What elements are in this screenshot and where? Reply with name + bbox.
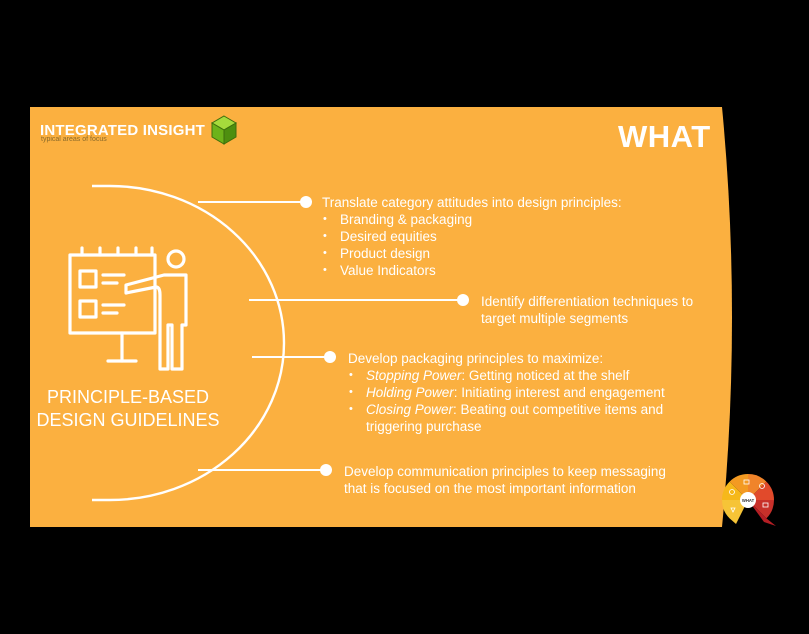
item-desc: : Getting noticed at the shelf (461, 368, 630, 383)
point-4-line-2: that is focused on the most important in… (344, 481, 636, 496)
connector-dot (300, 196, 312, 208)
dial-center-label: WHAT (742, 498, 755, 503)
section-title: WHAT (618, 119, 711, 154)
connector-dot (457, 294, 469, 306)
cube-icon (211, 115, 237, 145)
brand-subtitle: typical areas of focus (41, 136, 107, 143)
slide-heading: PRINCIPLE-BASED DESIGN GUIDELINES (24, 386, 232, 432)
point-2-line-2: target multiple segments (481, 311, 629, 326)
brand: INTEGRATED INSIGHT (40, 115, 237, 145)
connector-dot (324, 351, 336, 363)
item-desc: : Beating out competitive items and (453, 402, 664, 417)
point-3-text: Develop packaging principles to maximize… (348, 351, 604, 366)
point-3: Develop packaging principles to maximize… (348, 350, 665, 435)
presenter-icon (68, 246, 188, 371)
point-4-line-1: Develop communication principles to keep… (344, 464, 666, 479)
point-2: Identify differentiation techniques to t… (481, 293, 693, 327)
dial-icon: WHAT (722, 473, 776, 526)
list-item: Branding & packaging (322, 211, 622, 228)
heading-line-2: DESIGN GUIDELINES (36, 410, 220, 430)
list-item: Desired equities (322, 228, 622, 245)
heading-line-1: PRINCIPLE-BASED (46, 387, 210, 407)
item-label: Holding Power (366, 385, 454, 400)
list-item: Closing Power: Beating out competitive i… (348, 401, 665, 435)
item-desc: : Initiating interest and engagement (453, 385, 665, 400)
brand-name: INTEGRATED INSIGHT (40, 121, 205, 139)
point-2-line-1: Identify differentiation techniques to (481, 294, 694, 309)
point-1: Translate category attitudes into design… (322, 194, 622, 279)
point-4: Develop communication principles to keep… (344, 463, 666, 497)
item-label: Stopping Power (366, 368, 462, 383)
item-label: Closing Power (366, 402, 454, 417)
list-item: Value Indicators (322, 262, 622, 279)
connector-dot (320, 464, 332, 476)
list-item: Product design (322, 245, 622, 262)
point-1-text: Translate category attitudes into design… (322, 195, 622, 210)
list-item: Stopping Power: Getting noticed at the s… (348, 367, 665, 384)
item-desc-continued: triggering purchase (366, 419, 482, 434)
list-item: Holding Power: Initiating interest and e… (348, 384, 665, 401)
